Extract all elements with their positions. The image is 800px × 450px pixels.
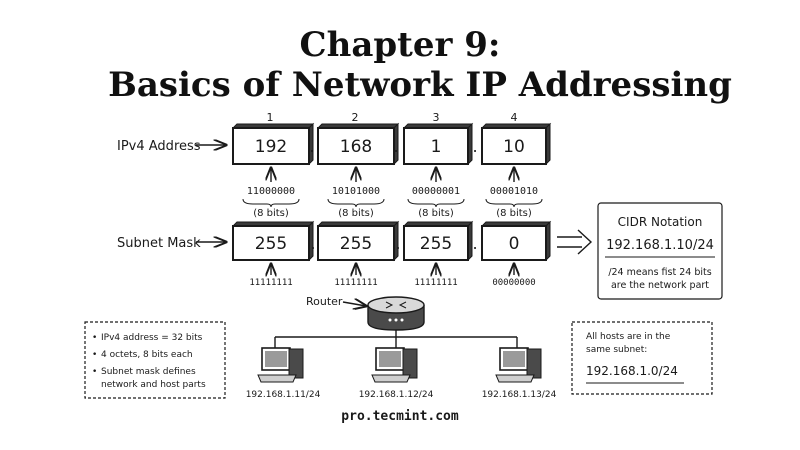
fact-2: 4 octets, 8 bits each <box>101 350 193 360</box>
subnet-octet-box-2: 255 <box>316 220 400 262</box>
ipv4-octet-2: 168 <box>340 137 372 157</box>
ipv4-octet-4: 10 <box>503 137 525 157</box>
fact-1: IPv4 address = 32 bits <box>101 333 203 343</box>
subnet-dot-2: . <box>395 234 400 253</box>
ipv4-dot-3: . <box>472 137 477 156</box>
footer-site: pro.tecmint.com <box>341 409 459 424</box>
subnet-dot-3: . <box>472 234 477 253</box>
host-ip-3: 192.168.1.13/24 <box>482 390 557 400</box>
fact-bullet-3: • <box>92 367 97 377</box>
ipv4-octet-box-1: 192 <box>231 122 315 166</box>
cidr-desc-2: are the network part <box>611 280 709 291</box>
ipv4-label: IPv4 Address <box>117 139 201 154</box>
ipv4-bits-3: (8 bits) <box>418 208 454 219</box>
ipv4-brace-2 <box>327 198 385 208</box>
fact-bullet-2: • <box>92 350 97 360</box>
subnet-octet-2: 255 <box>340 234 372 254</box>
fact-3: Subnet mask defines <box>101 367 196 377</box>
subnet-binary-3: 11111111 <box>414 278 457 288</box>
ipv4-octet-box-4: 10 <box>480 122 552 166</box>
fact-4: network and host parts <box>101 380 206 390</box>
cidr-heading: CIDR Notation <box>618 215 703 229</box>
cidr-value: 192.168.1.10/24 <box>606 238 714 253</box>
double-arrow-icon <box>557 229 593 255</box>
ipv4-binary-2: 10101000 <box>332 186 380 197</box>
title-line-2: Basics of Network IP Addressing <box>108 65 732 105</box>
fact-bullet-1: • <box>92 333 97 343</box>
router-label: Router <box>306 295 343 308</box>
subnet-octet-box-1: 255 <box>231 220 315 262</box>
computer-icon-2 <box>371 347 418 383</box>
cidr-desc-1: /24 means fist 24 bits <box>608 267 711 278</box>
router-icon <box>367 296 425 331</box>
subnet-octet-3: 255 <box>420 234 452 254</box>
subnet-octet-1: 255 <box>255 234 287 254</box>
ipv4-binary-1: 11000000 <box>247 186 295 197</box>
host-ip-1: 192.168.1.11/24 <box>246 390 321 400</box>
ipv4-brace-3 <box>407 198 465 208</box>
subnet-binary-1: 11111111 <box>249 278 292 288</box>
network-links <box>274 330 518 348</box>
ipv4-dot-2: . <box>393 137 398 156</box>
subnet-octet-4: 0 <box>509 234 520 254</box>
ipv4-octet-box-3: 1 <box>402 122 474 166</box>
subnet-note: All hosts are in the same subnet: 192.16… <box>571 321 713 395</box>
octet-number-4: 4 <box>511 111 518 124</box>
subnet-octet-box-4: 0 <box>480 220 552 262</box>
host-ip-2: 192.168.1.12/24 <box>359 390 434 400</box>
ipv4-octet-3: 1 <box>431 137 442 157</box>
subnet-label: Subnet Mask <box>117 236 201 251</box>
ipv4-octet-box-2: 168 <box>316 122 400 166</box>
computer-icon-1 <box>257 347 304 383</box>
computer-icon-3 <box>495 347 542 383</box>
subnet-dot-1: . <box>310 234 315 253</box>
title-line-1: Chapter 9: <box>300 25 501 65</box>
ipv4-binary-3: 00000001 <box>412 186 460 197</box>
facts-note: • IPv4 address = 32 bits • 4 octets, 8 b… <box>84 321 226 399</box>
ipv4-brace-1 <box>242 198 300 208</box>
subnet-note-line-2: same subnet: <box>586 345 647 355</box>
ipv4-octet-1: 192 <box>255 137 287 157</box>
subnet-octet-box-3: 255 <box>402 220 474 262</box>
ipv4-bits-4: (8 bits) <box>496 208 532 219</box>
ipv4-dot-1: . <box>309 137 314 156</box>
octet-number-1: 1 <box>267 111 274 124</box>
router-label-arrow <box>342 302 366 306</box>
cidr-box: CIDR Notation 192.168.1.10/24 /24 means … <box>597 202 723 300</box>
subnet-binary-4: 00000000 <box>492 278 535 288</box>
ipv4-brace-4 <box>485 198 543 208</box>
octet-number-2: 2 <box>352 111 359 124</box>
octet-number-3: 3 <box>433 111 440 124</box>
subnet-note-line-1: All hosts are in the <box>586 332 671 342</box>
subnet-note-value: 192.168.1.0/24 <box>586 364 678 378</box>
ipv4-bits-1: (8 bits) <box>253 208 289 219</box>
ipv4-bits-2: (8 bits) <box>338 208 374 219</box>
subnet-binary-2: 11111111 <box>334 278 377 288</box>
ipv4-binary-4: 00001010 <box>490 186 538 197</box>
